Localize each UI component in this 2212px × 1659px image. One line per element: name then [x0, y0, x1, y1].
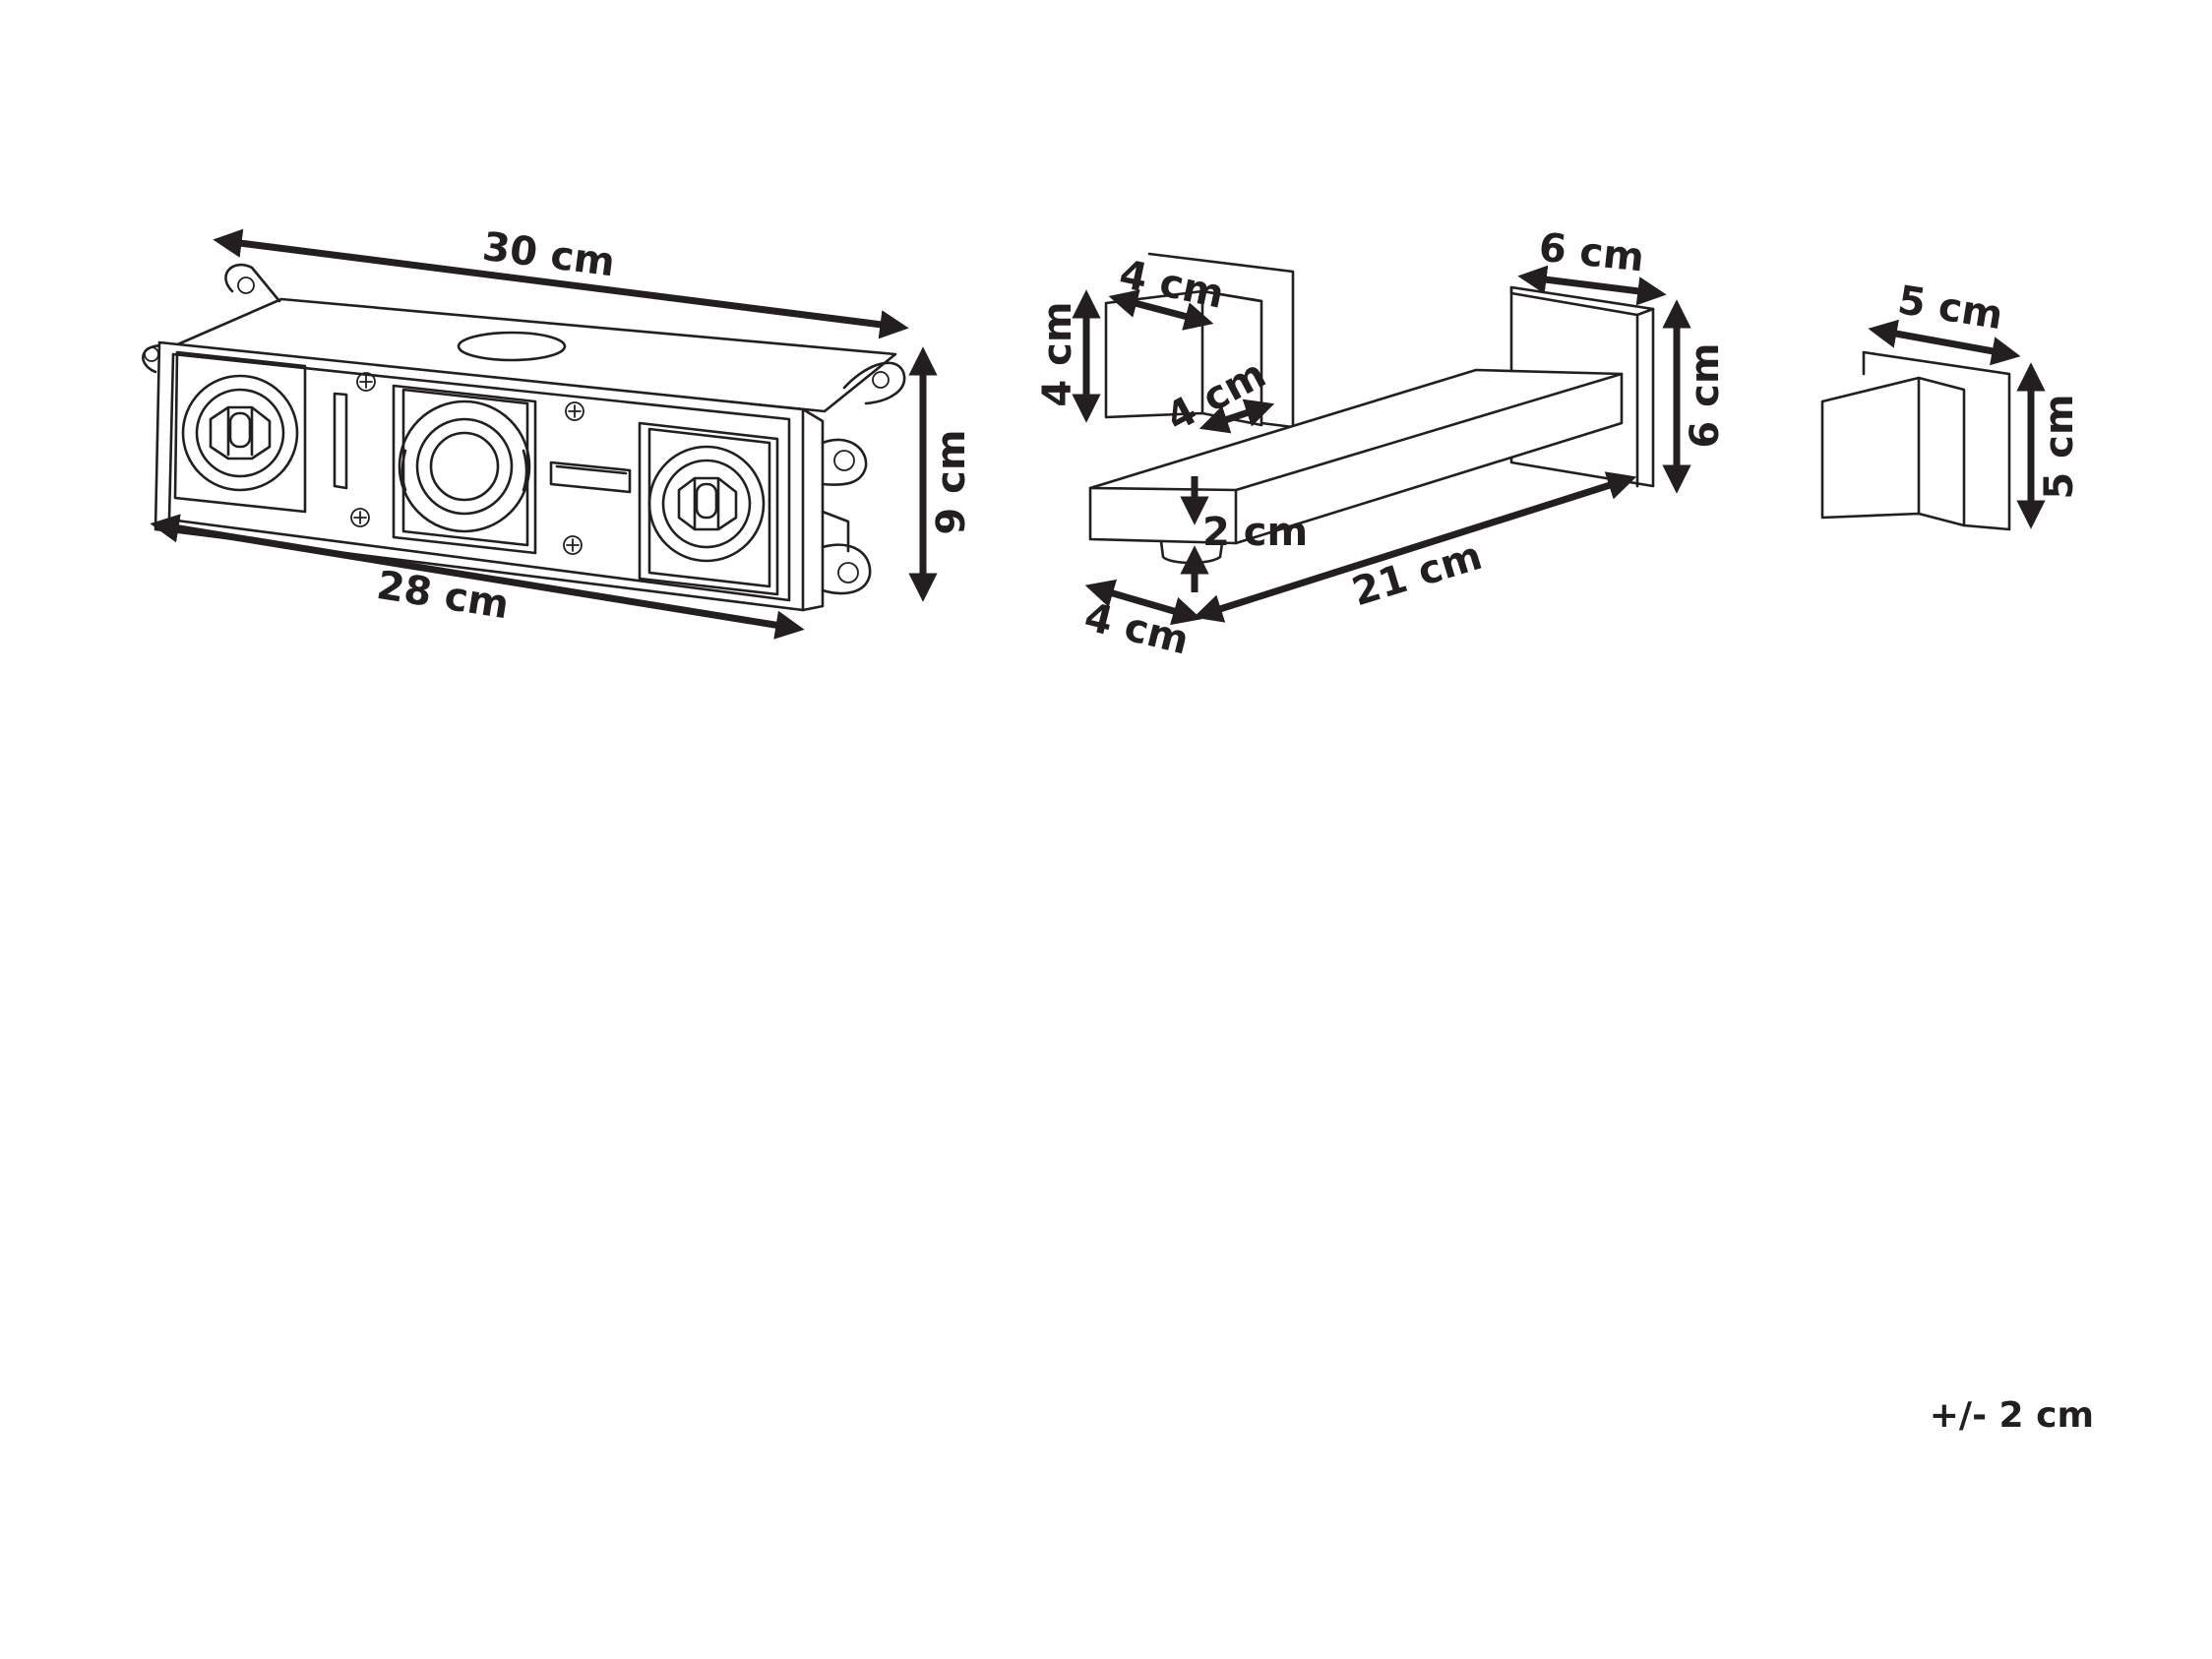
spout-back-width-label: 6 cm — [1537, 225, 1646, 281]
spout-width-label: 4 cm — [1080, 594, 1194, 664]
spout-back-height-label: 6 cm — [1683, 342, 1728, 448]
dim-spout-length — [1193, 471, 1637, 623]
spout-thickness-label: 2 cm — [1202, 510, 1308, 555]
tolerance-note: +/- 2 cm — [1930, 1395, 2094, 1436]
handle — [1820, 350, 2011, 531]
spout-plate-height-label: 4 cm — [1035, 301, 1080, 406]
dim-spout-plate-depth — [1198, 399, 1275, 434]
dim-handle-width — [1868, 319, 2021, 366]
handle-height-label: 5 cm — [2037, 394, 2082, 499]
dim-valve-bottom — [150, 514, 805, 640]
valve-width-bottom-label: 28 cm — [374, 563, 513, 629]
dim-valve-top — [213, 228, 909, 339]
handle-width-label: 5 cm — [1895, 277, 2006, 338]
valve-body — [142, 263, 906, 612]
dim-spout-width — [1084, 579, 1202, 626]
dim-spout-back-width — [1517, 265, 1667, 306]
spout-dimensions: 4 cm 4 cm 4 cm 6 cm 6 cm 2 cm 21 cm 4 cm — [1035, 225, 1728, 664]
valve-height-label: 9 cm — [929, 429, 974, 534]
dim-spout-plate-width — [1108, 289, 1214, 331]
